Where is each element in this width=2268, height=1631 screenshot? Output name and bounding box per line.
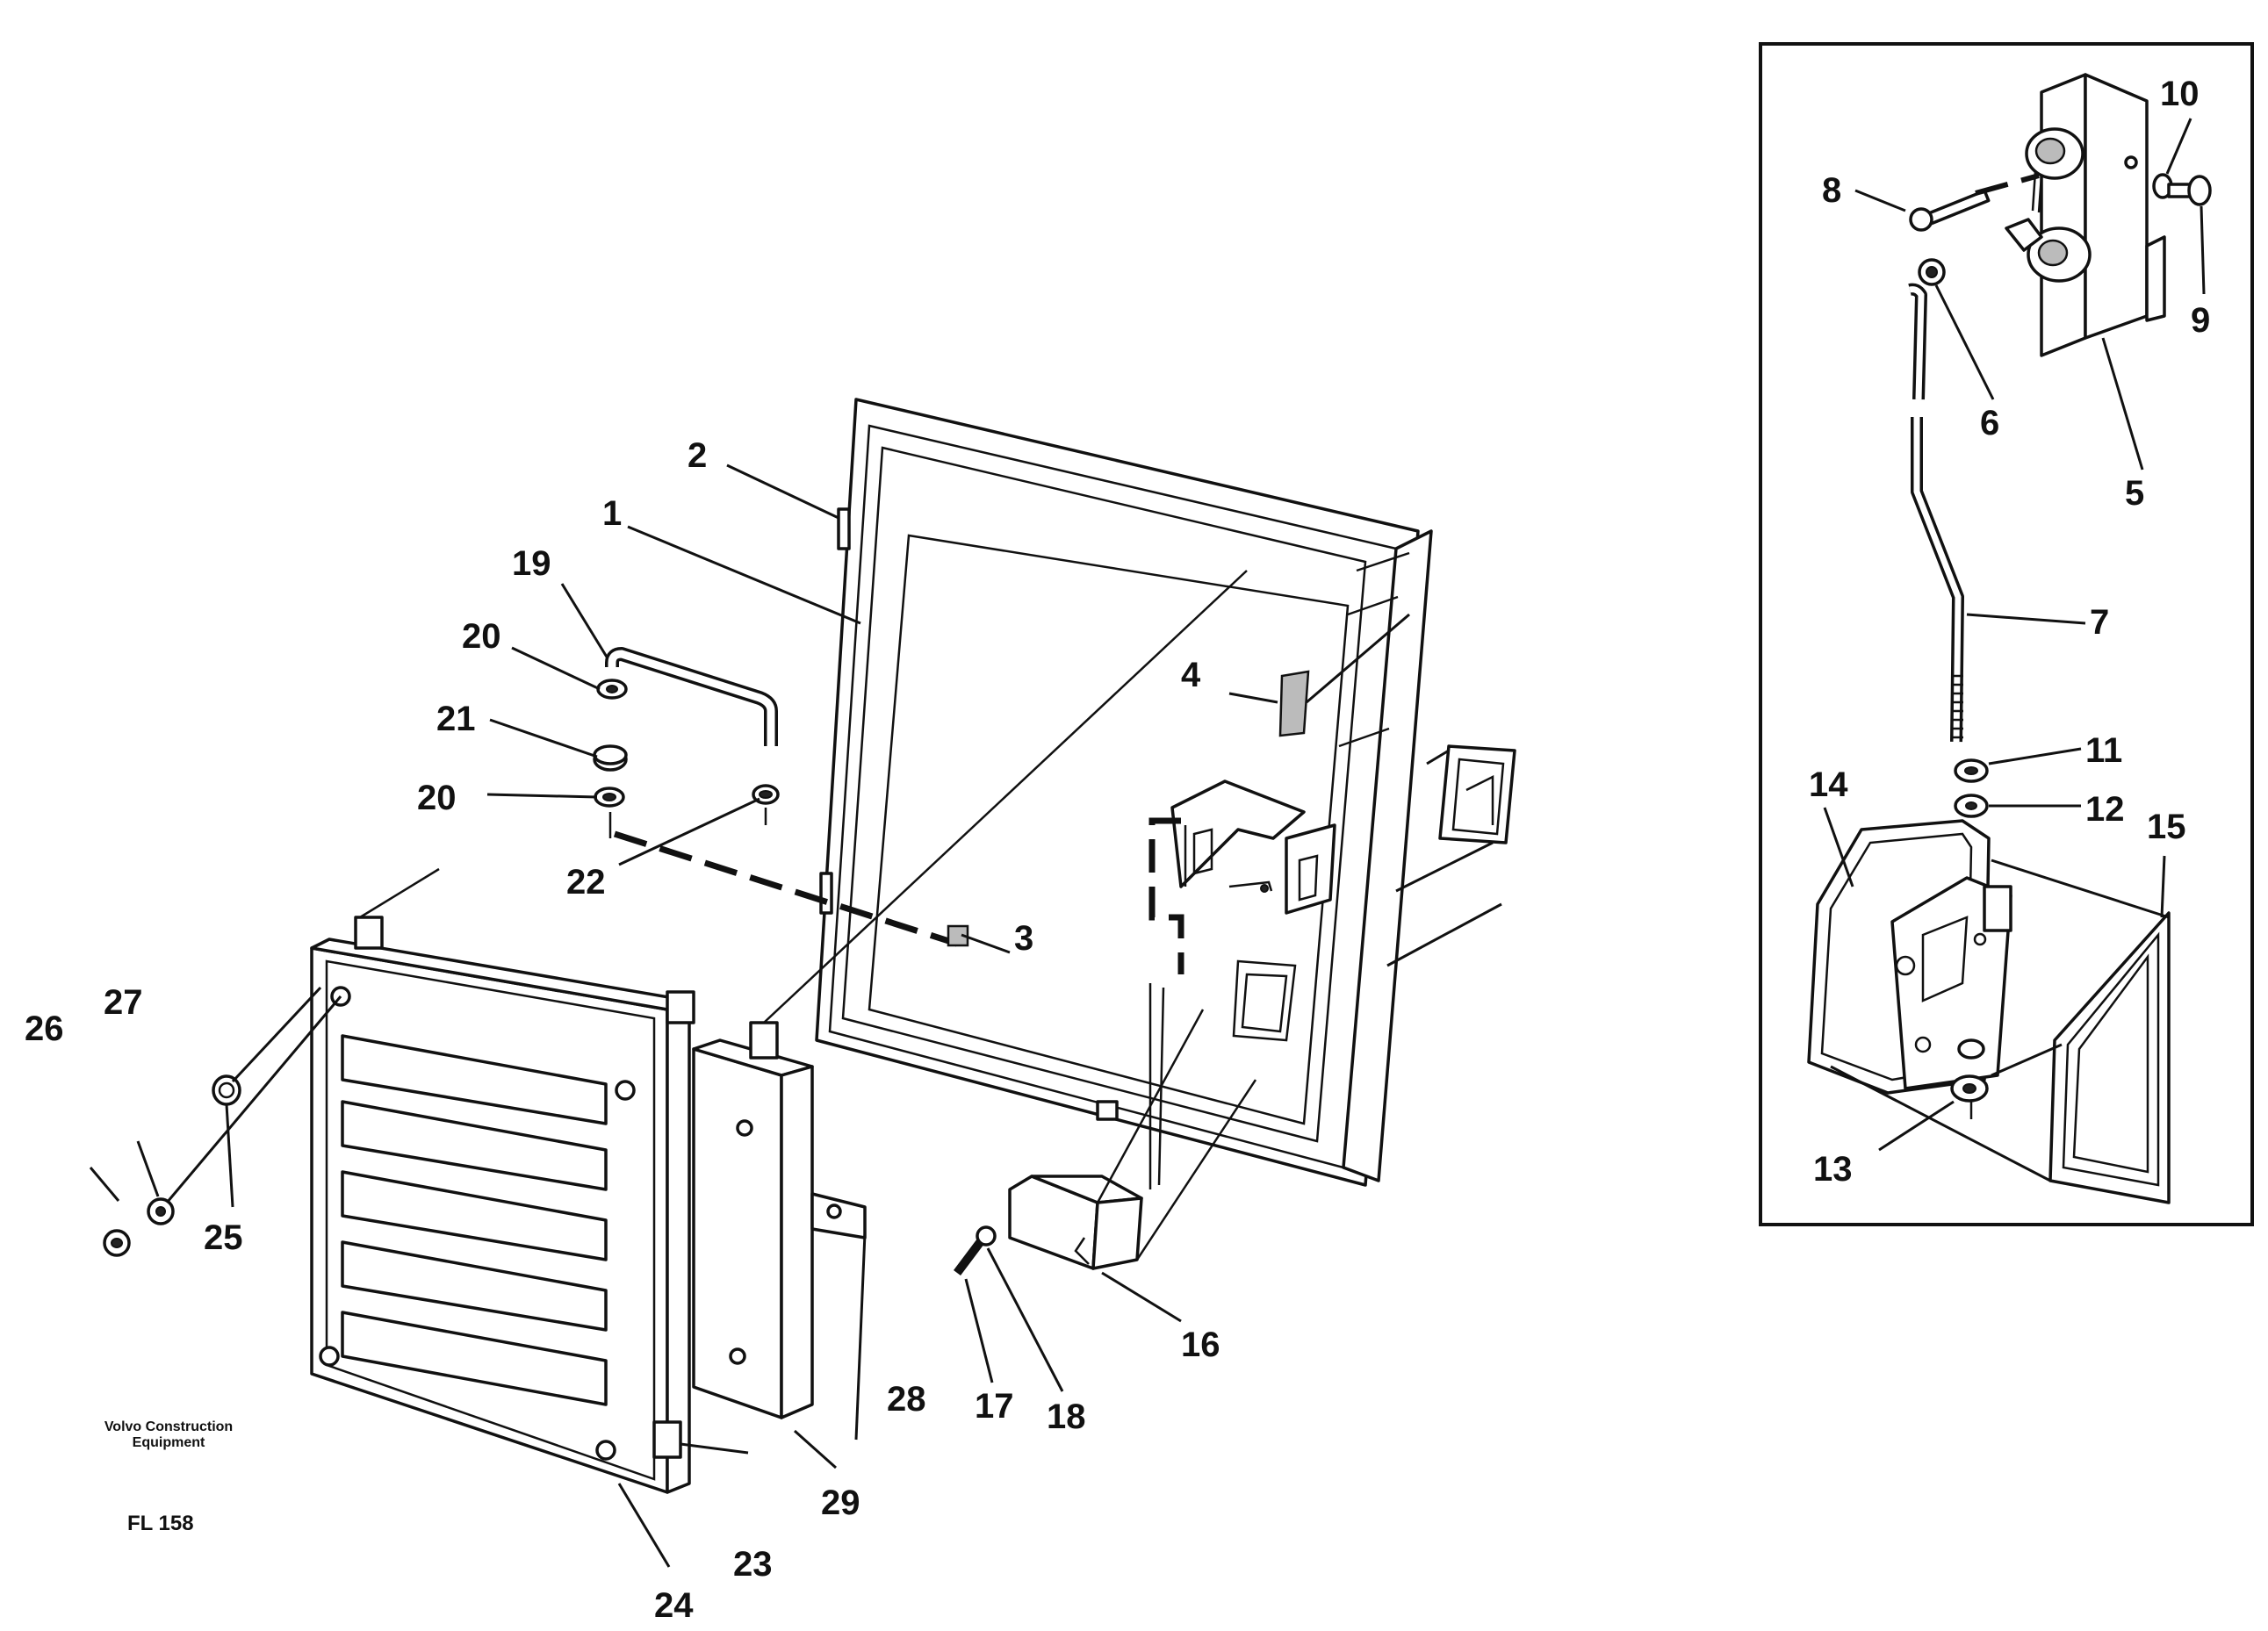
callout-5: 5 (2125, 474, 2144, 513)
callout-22: 22 (566, 863, 606, 902)
callout-27: 27 (104, 983, 143, 1022)
callout-25: 25 (204, 1218, 243, 1257)
callout-16: 16 (1181, 1326, 1220, 1364)
screw-and-washer (954, 1225, 997, 1275)
callout-21: 21 (436, 700, 476, 738)
inset-leader-lines (1823, 118, 2206, 1152)
callout-6: 6 (1980, 404, 1999, 442)
leader-lines (89, 463, 1278, 1568)
inset-frame (1759, 42, 2254, 1226)
callout-12: 12 (2085, 790, 2125, 829)
grille-fasteners (103, 986, 342, 1257)
callout-10: 10 (2160, 75, 2200, 113)
striker-plate (1278, 613, 1410, 737)
callout-4: 4 (1181, 656, 1201, 694)
callout-17: 17 (975, 1387, 1014, 1426)
callout-23: 23 (733, 1545, 773, 1584)
callout-29: 29 (821, 1484, 860, 1522)
callout-13: 13 (1813, 1150, 1853, 1189)
grille-slats (341, 1034, 608, 1406)
callout-24: 24 (654, 1586, 694, 1625)
outside-handle (1386, 744, 1516, 967)
callout-9: 9 (2191, 301, 2210, 340)
brand-line-1: Volvo Construction (104, 1419, 234, 1434)
callout-labels: 1 2 3 4 5 6 7 8 9 10 11 12 13 14 15 16 1… (25, 75, 2210, 1625)
callout-18: 18 (1047, 1397, 1086, 1436)
callout-15: 15 (2147, 808, 2186, 846)
callout-11: 11 (2085, 731, 2122, 770)
callout-14: 14 (1809, 765, 1848, 804)
brand-line-2: Equipment (132, 1435, 205, 1450)
callout-19: 19 (512, 544, 551, 583)
mounting-block (692, 570, 1248, 1419)
callout-2: 2 (688, 436, 707, 475)
door-frame (815, 398, 1433, 1187)
callout-26: 26 (25, 1009, 64, 1048)
callout-1: 1 (602, 494, 622, 533)
callout-20b: 20 (417, 779, 457, 817)
inset-lock-mechanism (1807, 73, 2212, 1204)
callout-20a: 20 (462, 617, 501, 656)
callout-8: 8 (1822, 171, 1841, 210)
callout-3: 3 (1014, 919, 1033, 958)
callout-28: 28 (887, 1380, 926, 1419)
manufacturer-label: Volvo Construction Equipment (81, 1419, 256, 1451)
vent-grille (310, 867, 695, 1494)
callout-7: 7 (2090, 603, 2109, 642)
latch-bracket (1008, 983, 1257, 1270)
figure-code: FL 158 (127, 1512, 194, 1535)
grab-handle (593, 647, 780, 838)
